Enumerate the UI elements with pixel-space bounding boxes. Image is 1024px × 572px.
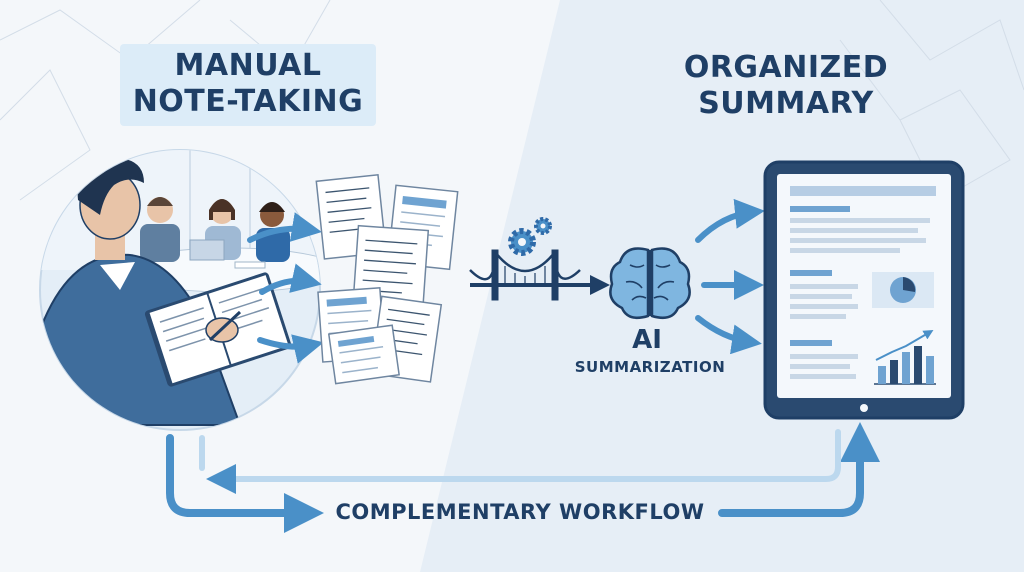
gears-icon [508, 217, 552, 256]
notes-flow-arrows [247, 212, 324, 364]
complementary-workflow-label: COMPLEMENTARY WORKFLOW [335, 500, 705, 524]
workflow-loop [166, 422, 880, 533]
bridge-icon [469, 249, 610, 301]
bar-chart-icon [874, 329, 936, 385]
tablet-icon [763, 160, 965, 420]
network-pattern [0, 0, 1024, 201]
pie-chart-icon [872, 272, 934, 308]
manual-note-taking-title: MANUAL NOTE-TAKING [120, 44, 376, 126]
summary-flow-arrows [695, 198, 765, 355]
notes-pile [315, 174, 459, 385]
ai-label: AI [632, 325, 662, 355]
summarization-label: SUMMARIZATION [574, 358, 726, 376]
brain-icon [609, 247, 691, 319]
organized-summary-title: ORGANIZED SUMMARY [683, 50, 889, 121]
